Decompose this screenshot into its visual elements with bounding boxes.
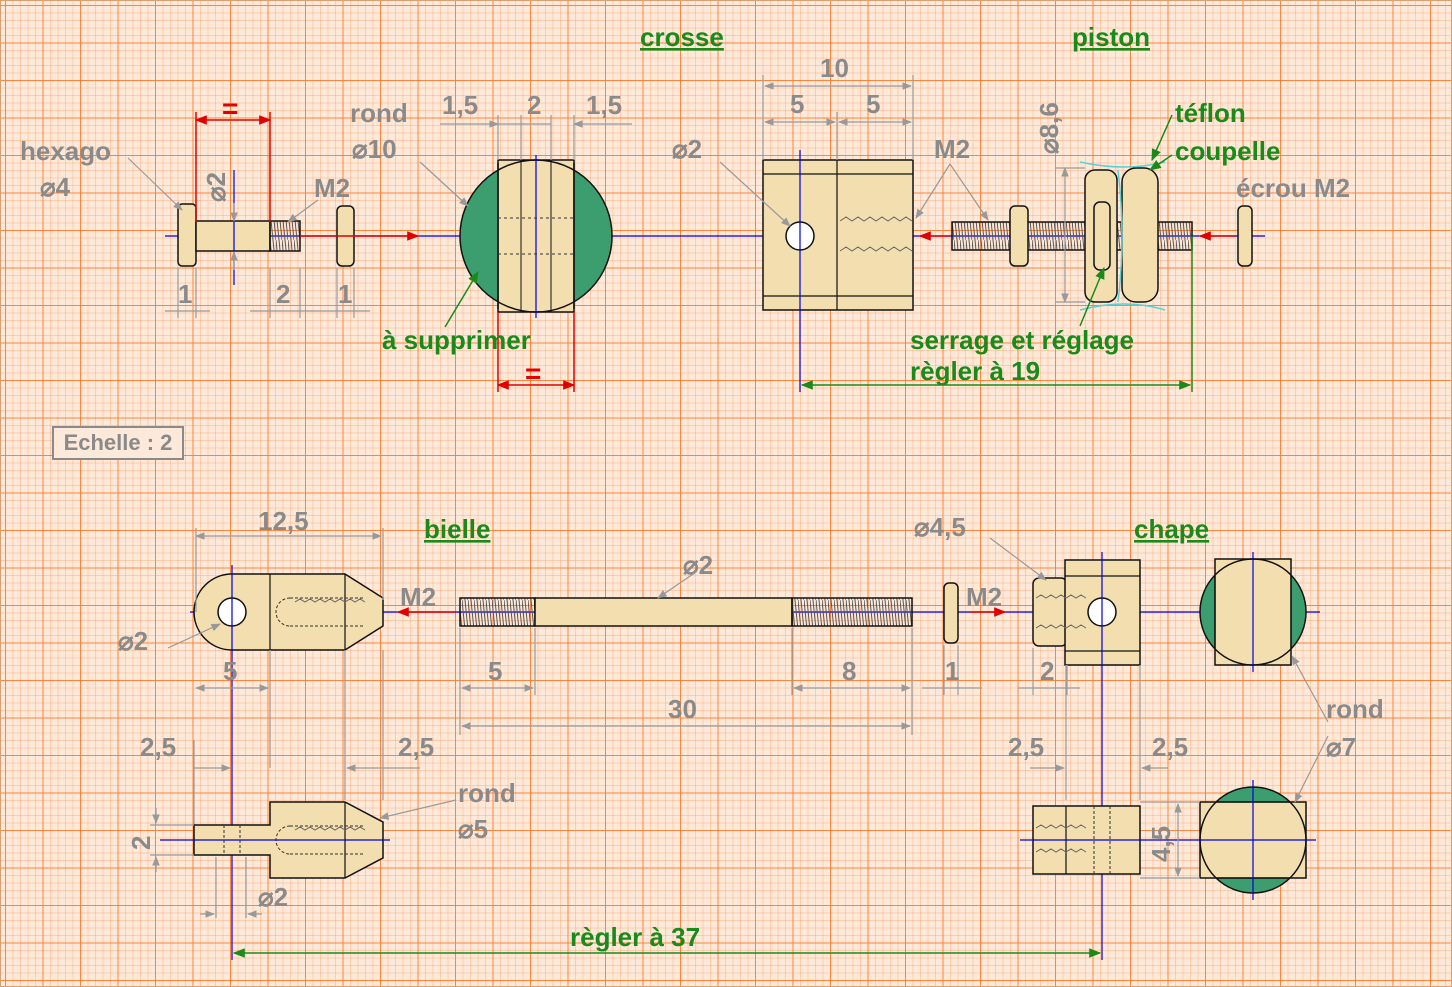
dim-1a: 1 bbox=[178, 279, 192, 309]
label-a-supprimer: à supprimer bbox=[382, 325, 531, 355]
round-bar-7-top bbox=[1199, 552, 1307, 672]
dim-5a: 5 bbox=[790, 89, 804, 119]
bielle-side-view bbox=[160, 801, 390, 879]
dim-2a: 2 bbox=[276, 279, 290, 309]
dim-1-5a: 1,5 bbox=[442, 90, 478, 120]
dim-5d: 5 bbox=[488, 656, 502, 686]
dim-1b: 1 bbox=[338, 279, 352, 309]
dim-2b: 2 bbox=[527, 90, 541, 120]
dim-5b: 5 bbox=[866, 89, 880, 119]
label-bolt-dia: ⌀2 bbox=[201, 172, 231, 202]
label-serrage: serrage et réglage bbox=[910, 325, 1134, 355]
label-rond7-dia: ⌀7 bbox=[1326, 732, 1356, 762]
label-regler19: règler à 19 bbox=[910, 356, 1040, 386]
dim-1-5b: 1,5 bbox=[586, 90, 622, 120]
equal-sign-bottom: = bbox=[525, 358, 541, 389]
label-rond10: rond bbox=[350, 98, 408, 128]
title-chape: chape bbox=[1134, 514, 1209, 544]
dim-30: 30 bbox=[668, 694, 697, 724]
label-ecrou: écrou M2 bbox=[1236, 173, 1350, 203]
label-bolt-m2: M2 bbox=[314, 173, 350, 203]
equal-sign-top: = bbox=[222, 93, 238, 124]
chape-side-view bbox=[1020, 805, 1190, 875]
label-nut-m2: M2 bbox=[966, 582, 1002, 612]
crosse-block bbox=[762, 150, 914, 392]
label-bielle-m2: M2 bbox=[400, 582, 436, 612]
label-teflon: téflon bbox=[1175, 98, 1246, 128]
label-hexago-dia: ⌀4 bbox=[40, 172, 71, 202]
dim-5c: 5 bbox=[223, 656, 237, 686]
dim-2-5d: 2,5 bbox=[1152, 732, 1188, 762]
ecrou-m2 bbox=[1237, 205, 1253, 267]
scale-label: Echelle : 2 bbox=[52, 426, 184, 460]
label-rond7: rond bbox=[1326, 694, 1384, 724]
piston-rod bbox=[951, 161, 1193, 311]
label-crosse-m2: M2 bbox=[934, 134, 970, 164]
hex-bolt bbox=[177, 170, 301, 285]
label-rond5: rond bbox=[458, 778, 516, 808]
label-dia2-low: ⌀2 bbox=[258, 882, 288, 912]
title-bielle: bielle bbox=[424, 514, 490, 544]
label-bielle-dia: ⌀2 bbox=[118, 626, 148, 656]
round-bar-10 bbox=[459, 155, 613, 318]
label-crosse-dia: ⌀2 bbox=[672, 134, 702, 164]
dim-1c: 1 bbox=[945, 656, 959, 686]
dim-2-5b: 2,5 bbox=[398, 732, 434, 762]
bielle-nut bbox=[943, 582, 959, 644]
label-hexago: hexago bbox=[20, 136, 111, 166]
dim-2v: 2 bbox=[126, 836, 156, 850]
dim-2-5c: 2,5 bbox=[1008, 732, 1044, 762]
label-rond5-dia: ⌀5 bbox=[458, 814, 488, 844]
label-piston-dia: ⌀8,6 bbox=[1034, 102, 1064, 154]
dim-2c: 2 bbox=[1040, 656, 1054, 686]
title-crosse: crosse bbox=[640, 22, 724, 52]
label-rod-dia: ⌀2 bbox=[683, 550, 713, 580]
dim-10: 10 bbox=[820, 53, 849, 83]
label-coupelle: coupelle bbox=[1175, 136, 1280, 166]
label-chape-dia: ⌀4,5 bbox=[914, 512, 966, 542]
bielle-eye-piece bbox=[193, 565, 384, 960]
bielle-rod bbox=[459, 597, 913, 627]
title-piston: piston bbox=[1072, 22, 1150, 52]
dim-12-5: 12,5 bbox=[258, 506, 309, 536]
round-bar-7-bottom bbox=[1190, 780, 1316, 900]
dim-4-5v: 4,5 bbox=[1146, 826, 1176, 862]
label-regler37: règler à 37 bbox=[570, 922, 700, 952]
dim-2-5a: 2,5 bbox=[140, 732, 176, 762]
label-rond10-dia: ⌀10 bbox=[352, 134, 397, 164]
chape-piece bbox=[1032, 552, 1141, 960]
dim-8: 8 bbox=[842, 656, 856, 686]
